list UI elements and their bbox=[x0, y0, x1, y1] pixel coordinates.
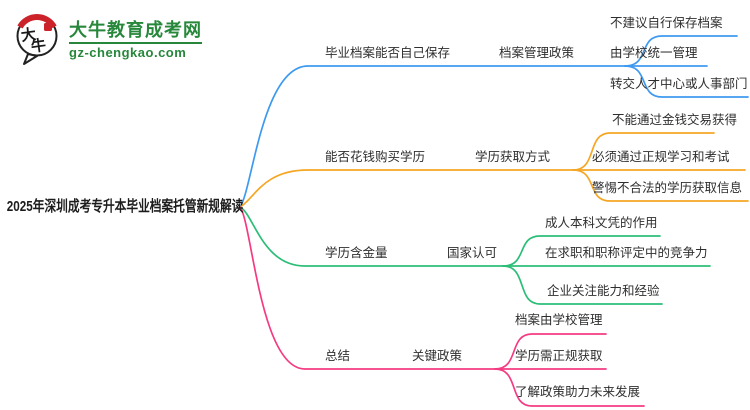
leaf-adult-degree-role: 成人本科文凭的作用 bbox=[545, 216, 658, 230]
svg-text:牛: 牛 bbox=[30, 36, 47, 56]
site-name: 大牛教育成考网 bbox=[69, 19, 202, 40]
leaf-no-money-trade: 不能通过金钱交易获得 bbox=[612, 113, 738, 127]
leaf-no-self-keep: 不建议自行保存档案 bbox=[610, 16, 723, 30]
subtopic-archive-policy: 档案管理政策 bbox=[499, 46, 575, 60]
leaf-transfer-talent-center: 转交人才中心或人事部门 bbox=[610, 77, 748, 91]
topic-summary: 总结 bbox=[325, 349, 351, 363]
logo-divider bbox=[69, 41, 202, 44]
svg-text:大: 大 bbox=[20, 25, 37, 45]
branch-lines-archive bbox=[239, 35, 749, 208]
leaf-school-managed: 由学校统一管理 bbox=[610, 46, 698, 60]
leaf-policy-future-growth: 了解政策助力未来发展 bbox=[515, 385, 641, 399]
logo-bull-icon: 大 牛 bbox=[16, 14, 58, 65]
subtopic-key-policies: 关键政策 bbox=[412, 349, 463, 363]
site-logo: 大 牛 大牛教育成考网 gz-chengkao.com bbox=[14, 13, 202, 65]
branch-lines-diploma-value bbox=[239, 206, 711, 305]
leaf-job-title-competitiveness: 在求职和职称评定中的竞争力 bbox=[545, 246, 708, 260]
branch-lines-summary bbox=[239, 206, 645, 407]
branch-lines-diploma-purchase bbox=[239, 132, 749, 208]
leaf-beware-illegal-info: 警惕不合法的学历获取信息 bbox=[592, 181, 743, 195]
subtopic-state-recognized: 国家认可 bbox=[447, 246, 498, 260]
root-topic: 2025年深圳成考专升本毕业档案托管新规解读 bbox=[6, 198, 243, 215]
subtopic-diploma-acquisition: 学历获取方式 bbox=[475, 150, 551, 164]
leaf-employers-value-skills: 企业关注能力和经验 bbox=[547, 284, 660, 298]
leaf-diploma-formal-acquire: 学历需正规获取 bbox=[515, 349, 603, 363]
topic-archive-self-keep: 毕业档案能否自己保存 bbox=[325, 46, 451, 60]
topic-buy-diploma: 能否花钱购买学历 bbox=[325, 150, 426, 164]
topic-diploma-value: 学历含金量 bbox=[325, 246, 388, 260]
leaf-formal-study-exam: 必须通过正规学习和考试 bbox=[592, 150, 730, 164]
site-domain: gz-chengkao.com bbox=[69, 44, 187, 60]
leaf-archive-by-school: 档案由学校管理 bbox=[515, 313, 603, 327]
